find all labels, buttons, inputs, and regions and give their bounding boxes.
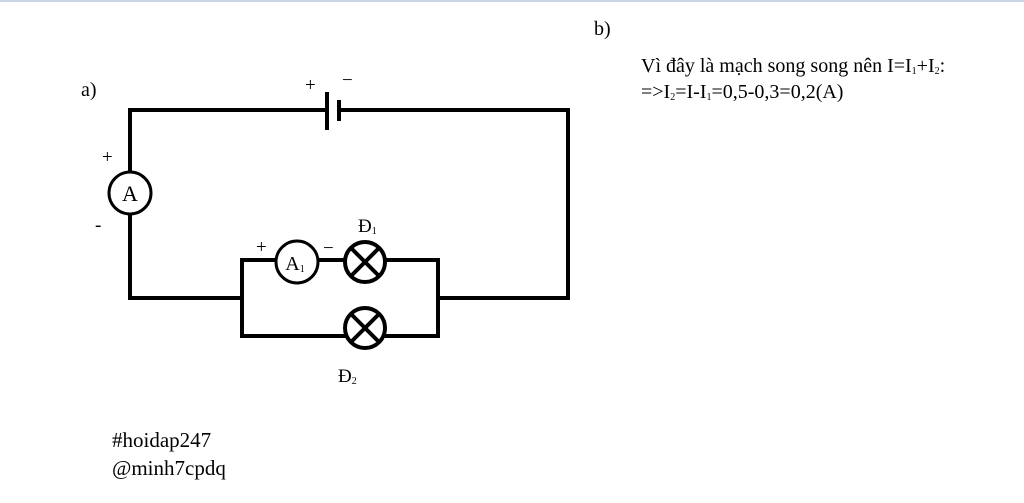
main-ammeter-plus: +	[102, 147, 113, 168]
wire-left-lower	[128, 212, 244, 300]
main-ammeter-icon	[107, 170, 153, 216]
lamp-2-icon	[343, 306, 387, 350]
branch-ammeter-icon	[274, 239, 320, 285]
main-ammeter-minus: -	[95, 215, 101, 236]
author-handle: @minh7cpdq	[112, 456, 226, 480]
top-border	[0, 0, 1024, 2]
explanation-line-1: Vì đây là mạch song song nên I=I1+I2:	[641, 55, 946, 77]
branch-ammeter-minus: −	[323, 238, 334, 259]
battery-minus: −	[342, 70, 353, 91]
branch-ammeter-symbol: A1	[285, 253, 304, 275]
wire-top-right	[339, 108, 570, 300]
hashtag-text: #hoidap247	[112, 428, 212, 452]
part-b-label: b)	[594, 18, 611, 40]
branch-ammeter-plus: +	[256, 237, 267, 258]
lamp-1-icon	[343, 240, 387, 284]
lamp-1-label: Đ1	[358, 216, 377, 237]
part-a-label: a)	[81, 79, 97, 101]
main-ammeter-symbol: A	[122, 181, 138, 206]
battery-icon	[325, 92, 341, 130]
battery-plus: +	[305, 75, 316, 96]
explanation-line-2: =>I2=I-I1=0,5-0,3=0,2(A)	[641, 81, 844, 103]
lamp-2-label: Đ2	[338, 366, 357, 387]
